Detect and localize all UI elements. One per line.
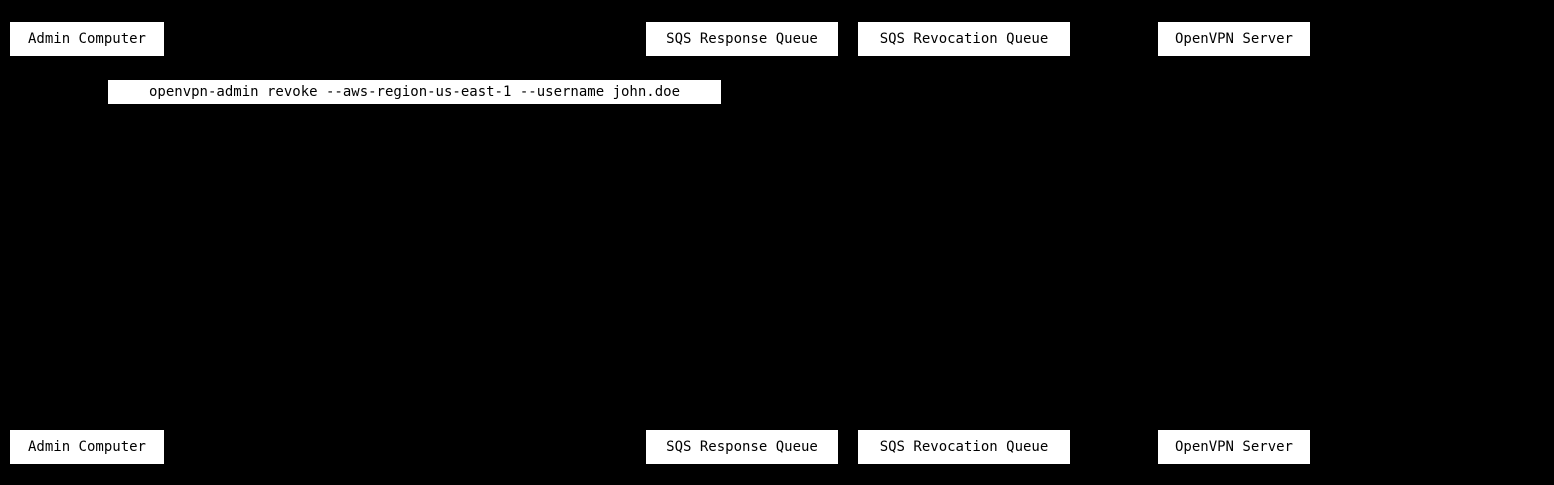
participant-openvpn-server-bottom: OpenVPN Server bbox=[1158, 430, 1310, 464]
participant-openvpn-server-top: OpenVPN Server bbox=[1158, 22, 1310, 56]
message-label-revoke-command: openvpn-admin revoke --aws-region-us-eas… bbox=[108, 80, 721, 104]
participant-admin-computer-bottom: Admin Computer bbox=[10, 430, 164, 464]
participant-sqs-response-queue-top: SQS Response Queue bbox=[646, 22, 838, 56]
participant-admin-computer-top: Admin Computer bbox=[10, 22, 164, 56]
participant-sqs-response-queue-bottom: SQS Response Queue bbox=[646, 430, 838, 464]
participant-sqs-revocation-queue-top: SQS Revocation Queue bbox=[858, 22, 1070, 56]
participant-sqs-revocation-queue-bottom: SQS Revocation Queue bbox=[858, 430, 1070, 464]
